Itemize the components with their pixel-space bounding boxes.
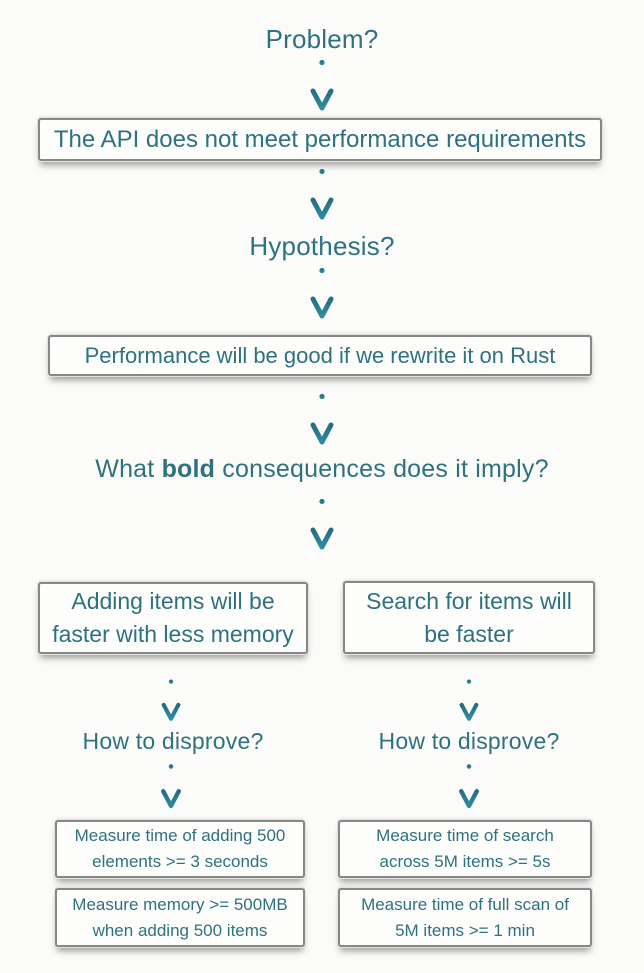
test-line: 5M items >= 1 min — [395, 920, 535, 940]
consequence-line: be faster — [424, 620, 514, 647]
test-line: across 5M items >= 5s — [379, 852, 551, 871]
test-box-search-time: Measure time of search across 5M items >… — [338, 820, 592, 878]
arrow-down-icon — [307, 497, 337, 551]
consequences-question: What bold consequences does it imply? — [0, 455, 644, 484]
disprove-heading-left: How to disprove? — [82, 728, 264, 754]
consequences-question-bold-word: bold — [161, 455, 216, 483]
consequence-line: Search for items will — [366, 587, 572, 614]
arrow-down-icon — [307, 58, 337, 112]
arrow-down-icon — [307, 266, 337, 320]
test-box-full-scan: Measure time of full scan of 5M items >=… — [338, 888, 592, 947]
arrow-down-icon — [307, 392, 337, 446]
arrow-down-icon — [307, 167, 337, 221]
consequences-question-post: consequences does it imply? — [215, 455, 549, 483]
test-line: Measure time of full scan of — [361, 894, 569, 914]
hypothesis-statement-text: Performance will be good if we rewrite i… — [84, 342, 556, 368]
disprove-heading-right: How to disprove? — [378, 728, 560, 754]
hypothesis-heading: Hypothesis? — [249, 231, 395, 261]
consequence-line: faster with less memory — [52, 621, 294, 647]
problem-heading: Problem? — [265, 24, 379, 54]
test-line: when adding 500 items — [92, 920, 268, 940]
test-box-add-memory: Measure memory >= 500MB when adding 500 … — [55, 888, 305, 947]
test-line: Measure memory >= 500MB — [72, 894, 288, 914]
test-box-add-time: Measure time of adding 500 elements >= 3… — [55, 820, 305, 878]
arrow-down-icon — [158, 762, 184, 810]
test-line: Measure time of search — [376, 826, 554, 845]
consequence-box-search-items: Search for items will be faster — [343, 581, 595, 654]
test-line: Measure time of adding 500 — [74, 826, 286, 845]
problem-statement-box: The API does not meet performance requir… — [38, 118, 602, 161]
arrow-down-icon — [456, 678, 482, 722]
hypothesis-statement-box: Performance will be good if we rewrite i… — [48, 335, 592, 376]
test-line: elements >= 3 seconds — [92, 852, 268, 871]
arrow-down-icon — [456, 762, 482, 810]
consequence-box-adding-items: Adding items will be faster with less me… — [38, 582, 308, 654]
problem-statement-text: The API does not meet performance requir… — [53, 125, 587, 153]
consequences-question-pre: What — [95, 455, 162, 483]
consequence-line: Adding items will be — [71, 588, 275, 614]
arrow-down-icon — [158, 678, 184, 722]
